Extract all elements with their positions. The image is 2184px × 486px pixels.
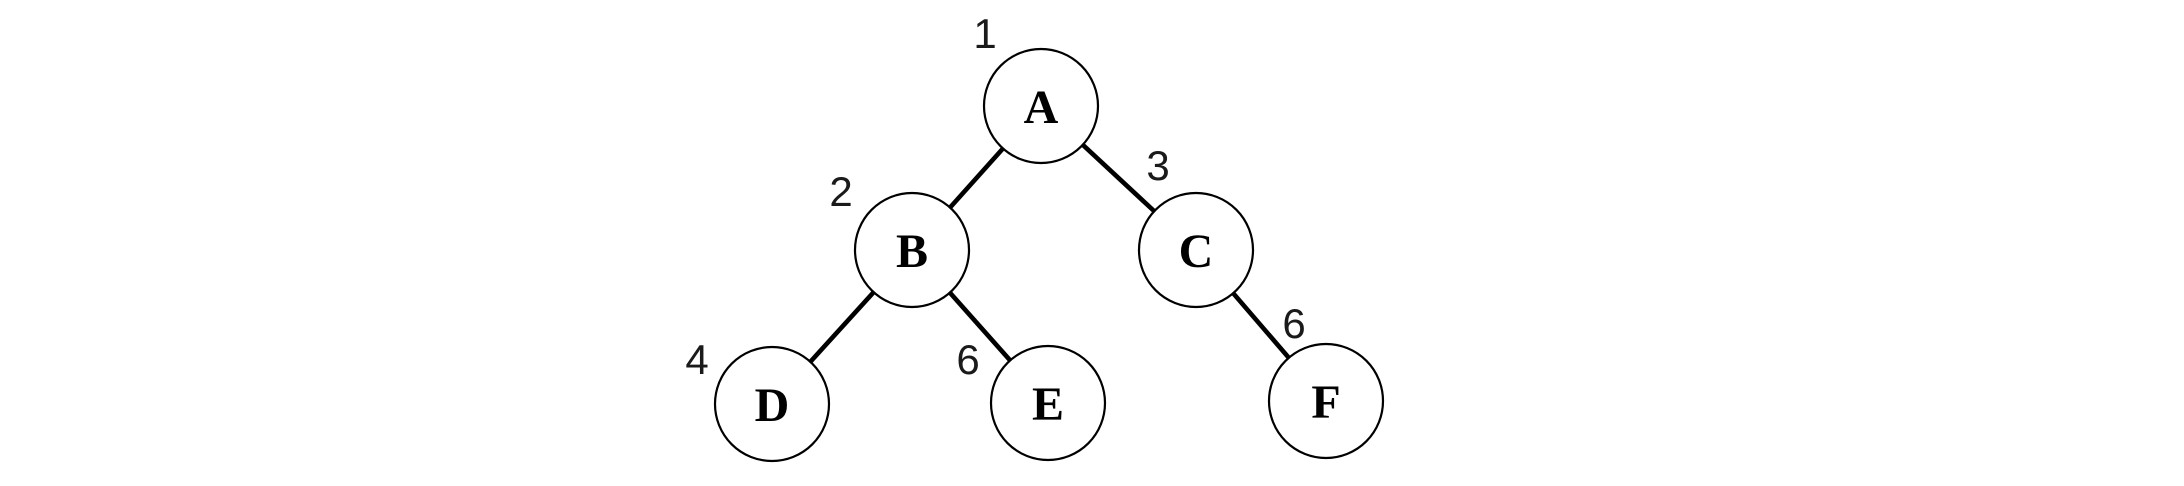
node-label-D: D (755, 379, 790, 432)
node-B (853, 191, 971, 309)
node-annotation-B: 2 (829, 168, 852, 215)
node-A (982, 47, 1100, 165)
node-annotation-E: 6 (956, 336, 979, 383)
node-annotation-A: 1 (973, 10, 996, 57)
node-annotation-F: 6 (1282, 300, 1305, 347)
node-F (1267, 342, 1385, 460)
node-label-C: C (1179, 225, 1214, 278)
node-label-B: B (896, 225, 928, 278)
node-annotation-D: 4 (685, 336, 708, 383)
node-label-E: E (1032, 378, 1064, 431)
node-annotation-C: 3 (1146, 142, 1169, 189)
node-label-F: F (1311, 376, 1340, 429)
node-E (989, 344, 1107, 462)
node-label-A: A (1024, 81, 1059, 134)
node-D (713, 345, 831, 463)
node-C (1137, 191, 1255, 309)
